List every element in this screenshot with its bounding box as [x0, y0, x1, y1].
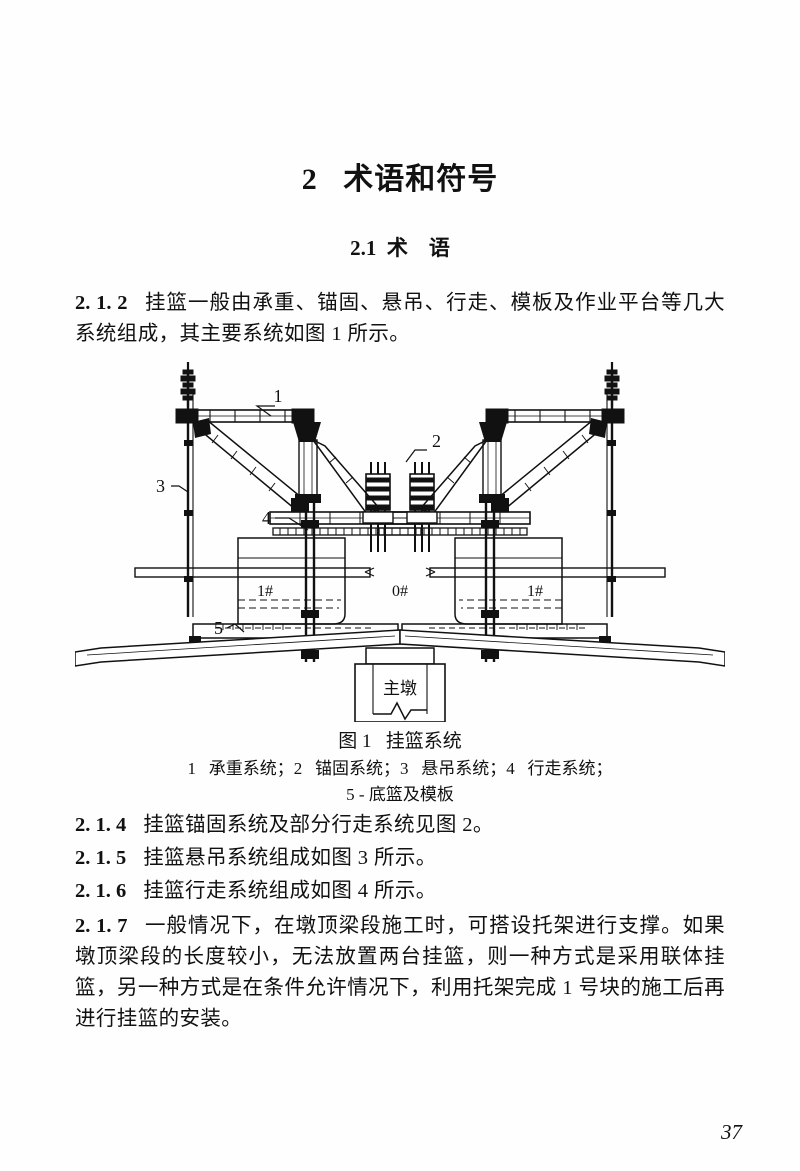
- paragraph-text: 挂篮锚固系统及部分行走系统见图 2。: [143, 814, 494, 837]
- deck-line-left: [134, 567, 371, 578]
- box-girder-segment-right: [454, 537, 563, 625]
- center-deck-gap: [364, 567, 436, 577]
- main-pier: [354, 647, 446, 723]
- figure-labels: 1 2 3 4 5 1# 0# 1# 主墩: [156, 386, 543, 699]
- callout-leaders: [171, 405, 427, 633]
- paragraph-number: 2. 1. 7: [75, 915, 128, 938]
- pier-label: 主墩: [383, 679, 417, 699]
- paragraph-number: 2. 1. 4: [75, 814, 127, 837]
- section-title: 2.1 术 语: [350, 236, 450, 260]
- anchor-system-center: [362, 461, 438, 554]
- segment-label-left: 1#: [257, 583, 273, 600]
- callout-label-5: 5: [214, 618, 223, 638]
- paragraph-2-1-4: 2. 1. 4 挂篮锚固系统及部分行走系统见图 2。: [75, 810, 725, 841]
- leader-2: [405, 449, 427, 463]
- paragraph-2-1-6: 2. 1. 6 挂篮行走系统组成如图 4 所示。: [75, 876, 725, 907]
- truss-diagonal-right-b: [418, 439, 488, 516]
- callout-label-4: 4: [262, 508, 271, 528]
- paragraph-number: 2. 1. 5: [75, 847, 127, 870]
- paragraph-text: 挂篮悬吊系统组成如图 3 所示。: [143, 847, 437, 870]
- deck-slab-right: [399, 629, 725, 667]
- page-number: 37: [721, 1120, 742, 1144]
- figure-geometry: [75, 362, 725, 723]
- figure-legend-line-2: 5 - 底篮及模板: [346, 785, 454, 805]
- truss-post-right: [479, 439, 505, 504]
- figure-caption: 图 1 挂篮系统: [338, 731, 462, 753]
- paragraph-2-1-5: 2. 1. 5 挂篮悬吊系统组成如图 3 所示。: [75, 843, 725, 874]
- left-half: [75, 362, 422, 667]
- callout-label-2: 2: [432, 431, 441, 451]
- main-truss-top-chord-right: [489, 409, 621, 423]
- paragraph-number: 2. 1. 6: [75, 880, 127, 903]
- box-girder-segment-left: [237, 537, 346, 625]
- callout-label-3: 3: [156, 476, 165, 496]
- right-half: [378, 362, 725, 667]
- paragraph-text: 挂篮一般由承重、锚固、悬吊、行走、模板及作业平台等几大系统组成，其主要系统如图 …: [75, 292, 725, 346]
- truss-post-left: [295, 439, 321, 504]
- paragraph-text: 挂篮行走系统组成如图 4 所示。: [143, 880, 437, 903]
- figure-legend-line-1: 1 承重系统；2 锚固系统；3 悬吊系统；4 行走系统；: [187, 759, 613, 779]
- leader-3: [171, 485, 189, 493]
- segment-label-center: 0#: [392, 583, 408, 600]
- truss-diagonal-left-a: [193, 419, 309, 511]
- paragraph-number: 2. 1. 2: [75, 292, 128, 315]
- travel-track-right: [378, 527, 528, 536]
- main-truss-top-chord-left: [179, 409, 311, 423]
- truss-diagonal-left-b: [312, 439, 382, 516]
- segment-label-right: 1#: [527, 583, 543, 600]
- lower-chord-right: [379, 511, 531, 525]
- leader-5: [226, 623, 245, 633]
- chapter-title: 2 术语和符号: [301, 163, 499, 196]
- travel-track-left: [272, 527, 422, 536]
- leader-4: [275, 517, 309, 531]
- truss-diagonal-right-a: [491, 419, 607, 511]
- deck-slab-left: [75, 629, 401, 667]
- leader-1: [255, 405, 275, 417]
- deck-line-right: [429, 567, 666, 578]
- figure-1-hanging-basket-system: 1 2 3 4 5 1# 0# 1# 主墩: [75, 362, 725, 723]
- callout-label-1: 1: [274, 386, 283, 406]
- paragraph-text: 一般情况下，在墩顶梁段施工时，可搭设托架进行支撑。如果墩顶梁段的长度较小，无法放…: [75, 915, 725, 1031]
- figure-1-drawing: 1 2 3 4 5 1# 0# 1# 主墩: [75, 362, 725, 723]
